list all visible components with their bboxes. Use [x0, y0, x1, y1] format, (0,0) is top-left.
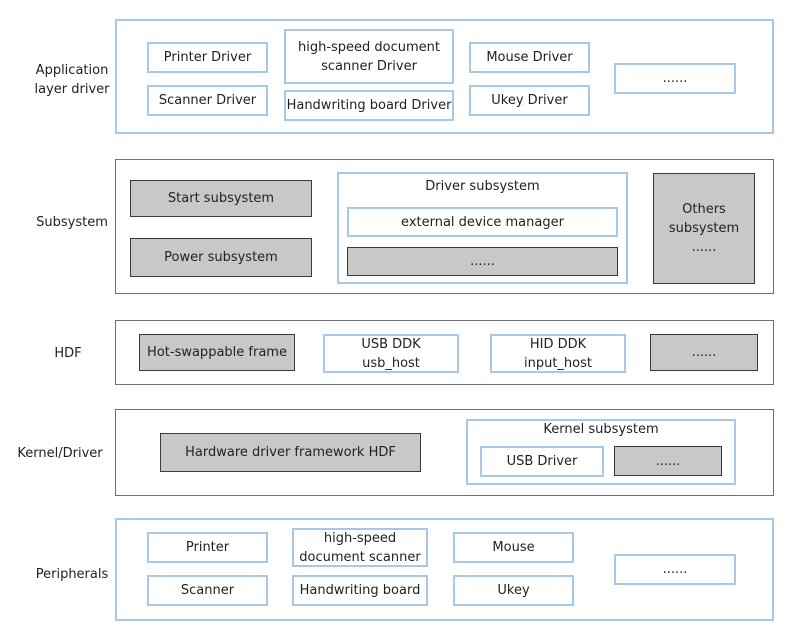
hs-scanner-box: high-speed document scanner: [292, 528, 428, 567]
handwriting-board-box: Handwriting board: [292, 575, 428, 606]
app-layer-label: Application layer driver: [34, 63, 110, 97]
subsystem-layer-label: Subsystem: [36, 214, 108, 230]
kernel-subsystem-title: Kernel subsystem: [543, 422, 659, 437]
ext-device-manager-box: external device manager: [347, 207, 618, 237]
printer-box: Printer: [147, 532, 268, 563]
scanner-box: Scanner: [147, 575, 268, 606]
mouse-driver-box: Mouse Driver: [469, 42, 590, 73]
kernel-more-box: ......: [614, 446, 722, 476]
hdf-layer-label: HDF: [54, 345, 82, 361]
usb-driver-box: USB Driver: [480, 446, 604, 477]
peripherals-more-box: ......: [614, 554, 736, 585]
hotswap-frame-box: Hot-swappable frame: [139, 334, 295, 371]
usb-ddk-box: USB DDK usb_host: [323, 334, 459, 373]
hdf-framework-box: Hardware driver framework HDF: [160, 433, 421, 472]
printer-driver-box: Printer Driver: [147, 42, 268, 73]
peripherals-layer-label: Peripherals: [35, 566, 109, 582]
hid-ddk-box: HID DDK input_host: [490, 334, 626, 373]
mouse-box: Mouse: [453, 532, 574, 563]
driver-subsystem-title: Driver subsystem: [425, 179, 540, 194]
ukey-box: Ukey: [453, 575, 574, 606]
ukey-driver-box: Ukey Driver: [469, 85, 590, 116]
scanner-driver-box: Scanner Driver: [147, 85, 268, 116]
driver-subsystem-more-box: ......: [347, 247, 618, 276]
start-subsystem-box: Start subsystem: [130, 180, 312, 217]
power-subsystem-box: Power subsystem: [130, 238, 312, 277]
app-more-box: ......: [614, 63, 736, 94]
hs-scanner-driver-box: high-speed document scanner Driver: [284, 29, 454, 84]
handwriting-driver-box: Handwriting board Driver: [284, 90, 454, 121]
others-subsystem-box: Others subsystem ......: [653, 173, 755, 284]
kernel-layer-label: Kernel/Driver: [17, 445, 103, 461]
hdf-more-box: ......: [650, 334, 758, 371]
